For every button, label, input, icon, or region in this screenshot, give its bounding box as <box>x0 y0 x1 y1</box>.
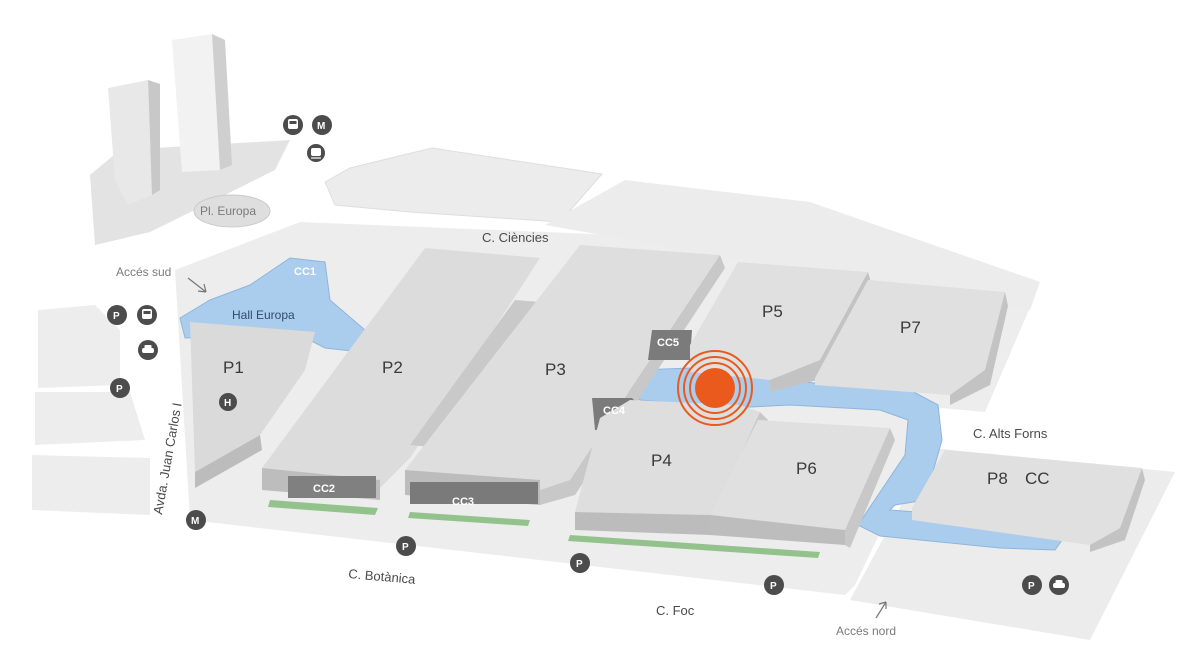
hall-p4-label: P4 <box>651 451 672 470</box>
parking-icon: P <box>110 378 130 398</box>
north-ground <box>545 180 1040 310</box>
svg-text:P: P <box>113 311 120 322</box>
green-strips <box>268 500 820 558</box>
c-ciencies-label: C. Ciències <box>482 230 549 245</box>
left-ground-3 <box>32 455 150 515</box>
tower-left <box>108 80 152 205</box>
hall-p6[interactable] <box>710 420 895 548</box>
cc1-label: CC1 <box>294 266 316 278</box>
hall-p3-label: P3 <box>545 360 566 379</box>
car-icon <box>1049 575 1069 595</box>
svg-text:M: M <box>317 121 325 132</box>
hall-p8[interactable] <box>912 450 1145 552</box>
bus-icon <box>283 115 303 135</box>
avda-juan-carlos-label: Avda. Juan Carlos I <box>150 401 184 515</box>
parking-icon: P <box>570 553 590 573</box>
metro-icon: M <box>186 510 206 530</box>
svg-text:P: P <box>402 542 409 553</box>
hall-p1[interactable] <box>190 322 315 488</box>
tower-right <box>172 34 220 172</box>
hall-p8-cc-label: CC <box>1025 469 1050 488</box>
parking-icon: P <box>396 536 416 556</box>
hall-p5-label: P5 <box>762 302 783 321</box>
hall-p2-label: P2 <box>382 358 403 377</box>
taxi-icon <box>137 305 157 325</box>
location-marker-icon[interactable] <box>677 350 753 426</box>
acces-sud-label: Accés sud <box>116 265 171 279</box>
parking-icon: P <box>107 305 127 325</box>
hall-p6-label: P6 <box>796 459 817 478</box>
pl-europa-oval <box>193 194 271 228</box>
ciencies-ground <box>324 147 603 223</box>
hall-p7-label: P7 <box>900 318 921 337</box>
svg-text:P: P <box>1028 581 1035 592</box>
svg-text:P: P <box>576 559 583 570</box>
hall-p1-label: P1 <box>223 358 244 377</box>
svg-text:P: P <box>116 384 123 395</box>
p2-courtyard <box>410 300 540 448</box>
car-icon <box>138 340 158 360</box>
cc2-box[interactable] <box>288 476 376 498</box>
left-ground-2 <box>35 392 145 445</box>
c-alts-forns-label: C. Alts Forns <box>973 426 1048 441</box>
acces-nord-label: Accés nord <box>836 624 896 638</box>
parking-icon: P <box>1022 575 1042 595</box>
metro-icon: M <box>312 115 332 135</box>
cc5-label: CC5 <box>657 337 679 349</box>
parking-icon: P <box>764 575 784 595</box>
acces-nord-arrow <box>875 601 887 619</box>
left-ground-1 <box>38 305 120 388</box>
hospital-icon: H <box>219 393 237 411</box>
hall-p2[interactable] <box>262 248 540 500</box>
cc4-label: CC4 <box>603 405 626 417</box>
acces-sud-arrow <box>187 277 207 293</box>
svg-text:H: H <box>224 398 231 409</box>
hall-europa-label: Hall Europa <box>232 308 295 322</box>
hall-p8-label: P8 <box>987 469 1008 488</box>
cc5-box[interactable] <box>648 330 692 360</box>
hall-p3[interactable] <box>405 245 725 505</box>
c-foc-label: C. Foc <box>656 603 695 618</box>
svg-text:M: M <box>191 516 199 527</box>
cc2-label: CC2 <box>313 483 335 495</box>
pl-europa-label: Pl. Europa <box>200 204 256 218</box>
train-icon <box>307 144 325 162</box>
cc3-label: CC3 <box>452 496 474 508</box>
hall-p7[interactable] <box>815 280 1008 405</box>
access-arrows <box>187 277 887 619</box>
towers <box>108 34 271 228</box>
c-botanica-label: C. Botànica <box>348 566 417 587</box>
svg-text:P: P <box>770 581 777 592</box>
cc3-box[interactable] <box>410 482 538 504</box>
